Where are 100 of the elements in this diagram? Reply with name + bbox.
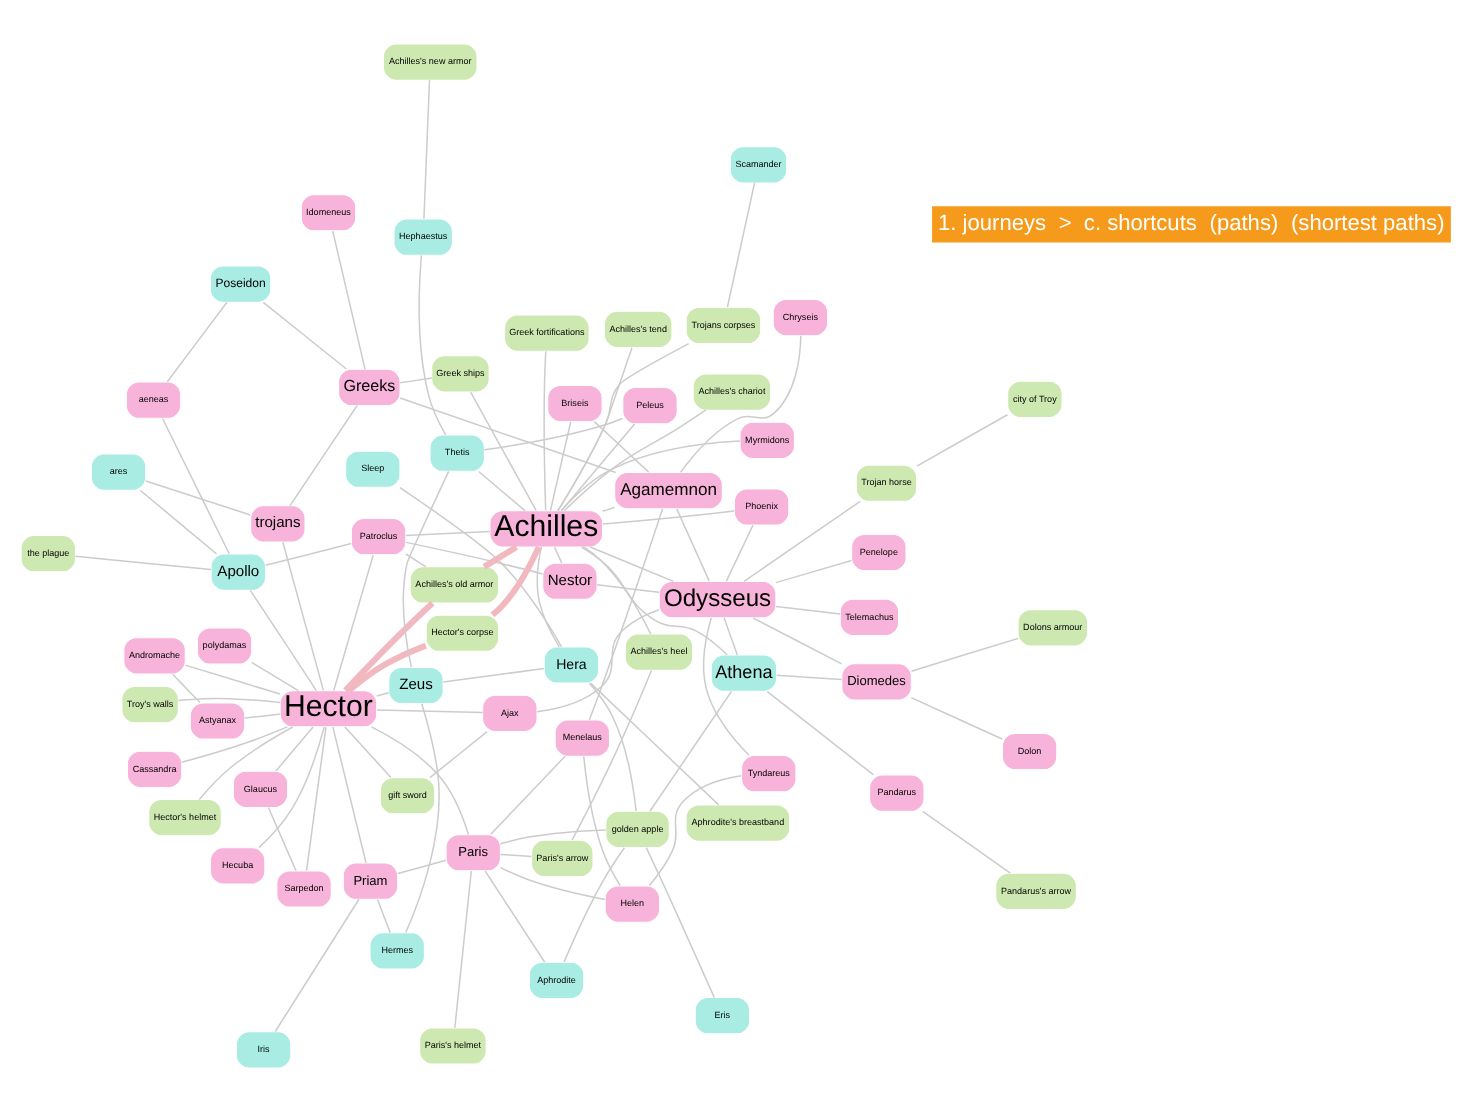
- connector: [184, 663, 281, 694]
- connector: [405, 529, 491, 536]
- node-box: Greeks: [338, 367, 401, 406]
- connector: [343, 600, 435, 692]
- connector: [74, 554, 212, 570]
- connector: [405, 540, 544, 574]
- connector: [484, 869, 546, 962]
- connector: [161, 416, 230, 554]
- connector: [397, 858, 447, 874]
- connector: [332, 229, 366, 370]
- connector: [370, 725, 470, 835]
- connector: [560, 422, 636, 511]
- connector: [596, 582, 660, 593]
- connector: [499, 865, 606, 900]
- connector: [469, 390, 537, 511]
- connector: [601, 505, 616, 511]
- connector: [376, 691, 390, 696]
- connector: [405, 552, 427, 567]
- connector: [490, 544, 542, 617]
- connector: [483, 416, 624, 450]
- connector: [250, 660, 300, 691]
- connector: [766, 689, 875, 775]
- connector: [499, 852, 533, 857]
- connector: [376, 708, 484, 713]
- connector: [723, 616, 739, 655]
- connector: [725, 523, 754, 582]
- connector: [418, 253, 447, 435]
- connector: [648, 773, 743, 886]
- connector: [571, 668, 653, 840]
- connector: [145, 479, 252, 515]
- connector: [679, 334, 802, 473]
- node-box: Odysseus: [658, 580, 777, 618]
- connector: [536, 545, 560, 647]
- connector: [649, 689, 733, 811]
- connector: [429, 729, 488, 778]
- connector: [583, 754, 621, 886]
- connector: [275, 725, 314, 771]
- connector: [490, 754, 566, 835]
- connector: [536, 607, 660, 712]
- node-box: Hector: [279, 689, 378, 727]
- connector: [139, 488, 218, 554]
- label: 1. journeys: [938, 211, 1047, 236]
- connector: [702, 616, 750, 756]
- connector: [274, 897, 360, 1032]
- connector: [726, 181, 756, 307]
- connector: [580, 545, 728, 655]
- node-box: Achilles: [489, 509, 604, 547]
- connector: [332, 725, 367, 863]
- connector: [267, 805, 297, 871]
- node-box: Agamemnon: [614, 471, 723, 509]
- connector: [910, 695, 1003, 739]
- connector: [198, 725, 294, 800]
- connector: [602, 509, 736, 524]
- connector: [442, 666, 545, 682]
- connector: [557, 346, 633, 511]
- connector: [775, 673, 843, 680]
- connector: [249, 588, 318, 691]
- connector: [289, 403, 358, 506]
- connector: [282, 540, 325, 691]
- connector: [454, 869, 473, 1028]
- connector: [910, 636, 1019, 671]
- connector: [752, 616, 843, 664]
- connector: [563, 845, 626, 962]
- label: (paths): [1209, 211, 1279, 236]
- label: (shortest paths): [1291, 211, 1445, 236]
- connector: [478, 469, 526, 511]
- connector: [543, 349, 547, 511]
- connector: [557, 341, 690, 511]
- connector: [676, 507, 710, 581]
- connector: [243, 712, 281, 718]
- connector: [166, 300, 228, 382]
- connector: [376, 897, 391, 933]
- connector: [344, 725, 392, 778]
- connector: [582, 545, 652, 634]
- connector: [588, 507, 664, 720]
- connector: [346, 641, 427, 692]
- connector: [333, 553, 374, 691]
- connector: [405, 701, 440, 933]
- connector: [921, 809, 1012, 873]
- connector: [916, 413, 1009, 466]
- label: c. shortcuts: [1083, 211, 1197, 236]
- connector: [177, 696, 281, 703]
- connector: [563, 408, 707, 511]
- connector: [482, 543, 519, 569]
- connector: [171, 672, 201, 703]
- connector: [589, 681, 720, 805]
- connector: [499, 828, 607, 844]
- connector: [589, 545, 675, 582]
- connector: [423, 78, 431, 219]
- connector: [262, 300, 348, 369]
- connector: [402, 469, 450, 667]
- connector: [399, 376, 433, 383]
- connector: [775, 604, 841, 614]
- connector: [181, 725, 289, 763]
- label: >: [1058, 211, 1072, 236]
- connector: [264, 541, 352, 565]
- connector: [399, 396, 617, 473]
- connector: [588, 681, 637, 811]
- connector: [399, 485, 563, 647]
- connector: [645, 845, 716, 998]
